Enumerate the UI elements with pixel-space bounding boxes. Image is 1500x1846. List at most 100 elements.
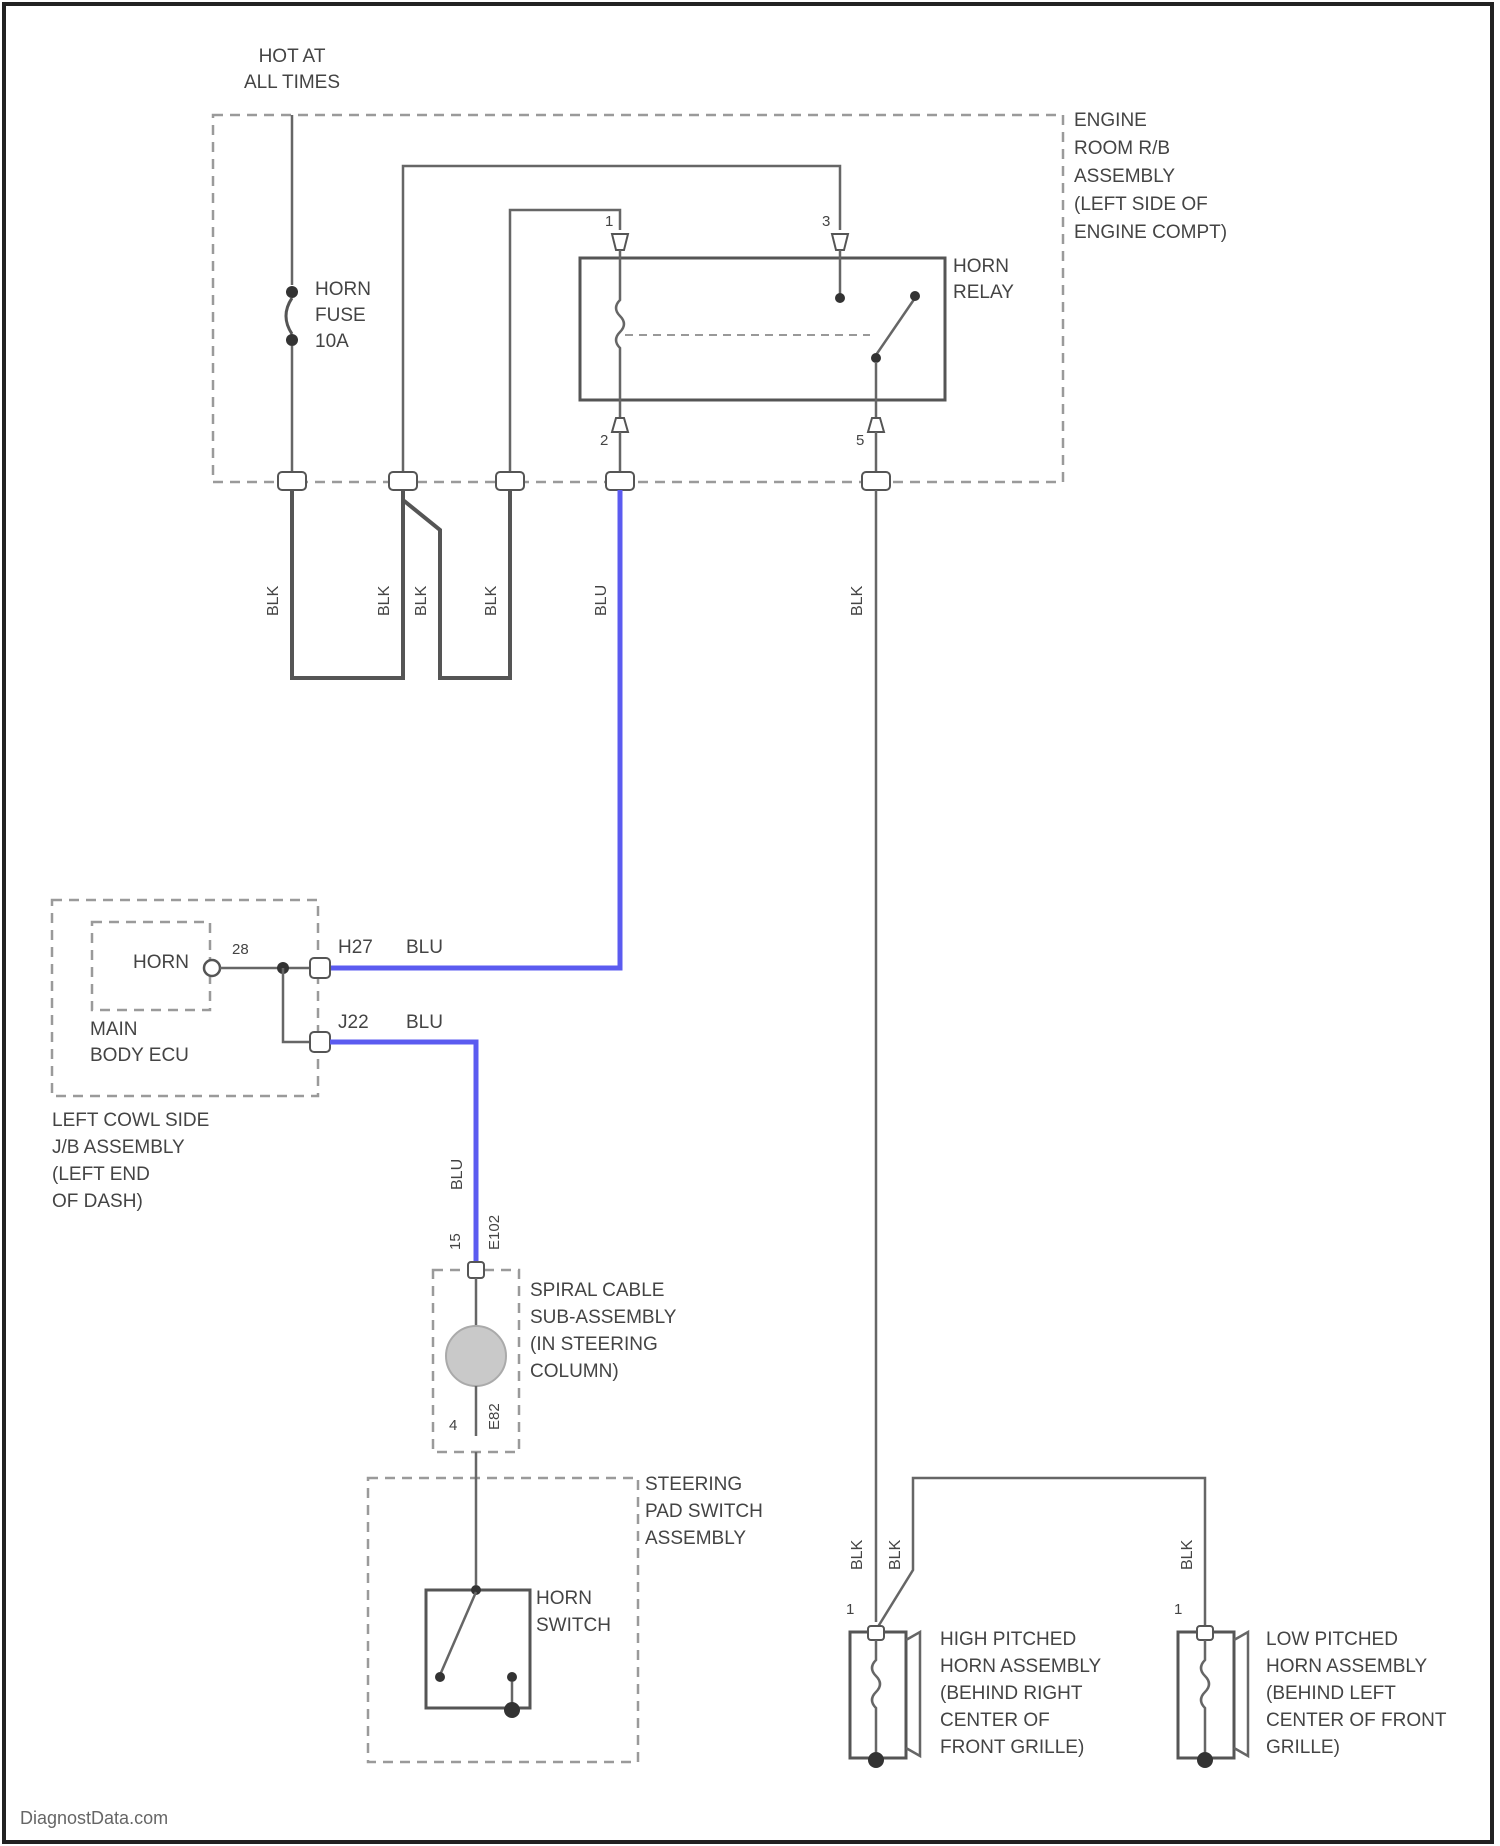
ecu-horn-terminal: [204, 960, 220, 976]
svg-text:BLK: BLK: [483, 585, 500, 616]
spiral-cable-icon: [446, 1326, 506, 1386]
svg-text:BODY ECU: BODY ECU: [90, 1045, 189, 1066]
horn-switch-symbol: [435, 1585, 520, 1718]
svg-text:BLK: BLK: [849, 1539, 866, 1570]
svg-text:10A: 10A: [315, 331, 349, 352]
horn-ecu-pin-label: HORN: [133, 952, 189, 973]
svg-text:BLK: BLK: [376, 585, 393, 616]
blu-wire-to-spiral: [330, 1042, 476, 1262]
low-horn-label: LOW PITCHED HORN ASSEMBLY (BEHIND LEFT C…: [1266, 1629, 1447, 1758]
relay-coil: [616, 250, 624, 420]
svg-text:PAD SWITCH: PAD SWITCH: [645, 1501, 763, 1522]
svg-text:RELAY: RELAY: [953, 282, 1014, 303]
spiral-pin-4: 4: [449, 1417, 457, 1434]
steering-pad-label: STEERING PAD SWITCH ASSEMBLY: [645, 1474, 763, 1549]
svg-text:ASSEMBLY: ASSEMBLY: [645, 1528, 746, 1549]
svg-text:E102: E102: [486, 1215, 503, 1250]
svg-text:BLK: BLK: [887, 1539, 904, 1570]
horn-relay-box: [580, 258, 945, 400]
low-horn-symbol: [1178, 1626, 1248, 1768]
svg-text:HOT AT: HOT AT: [259, 46, 326, 67]
svg-text:1: 1: [605, 213, 613, 230]
svg-text:BLK: BLK: [265, 585, 282, 616]
svg-text:1: 1: [846, 1601, 854, 1618]
svg-text:FUSE: FUSE: [315, 305, 366, 326]
svg-text:BLU: BLU: [406, 937, 443, 958]
svg-text:15: 15: [447, 1233, 464, 1250]
page-frame: [4, 4, 1492, 1842]
connector-j22: J22 BLU: [310, 1012, 443, 1052]
svg-text:COLUMN): COLUMN): [530, 1361, 619, 1382]
svg-text:BLU: BLU: [593, 585, 610, 616]
svg-text:HORN: HORN: [953, 256, 1009, 277]
svg-text:5: 5: [856, 432, 864, 449]
svg-text:BLU: BLU: [449, 1159, 466, 1190]
svg-text:BLU: BLU: [406, 1012, 443, 1033]
relay-pin-1: 1: [605, 213, 628, 250]
horn-switch-box: [426, 1590, 530, 1708]
horn-switch-label: HORN SWITCH: [536, 1588, 611, 1636]
svg-text:HORN: HORN: [536, 1588, 592, 1609]
engine-room-rb-label: ENGINE ROOM R/B ASSEMBLY (LEFT SIDE OF E…: [1074, 110, 1227, 243]
blk-loop-right: [403, 490, 510, 678]
svg-text:H27: H27: [338, 937, 373, 958]
watermark: DiagnostData.com: [20, 1808, 168, 1828]
svg-text:(IN STEERING: (IN STEERING: [530, 1334, 658, 1355]
svg-text:LEFT COWL SIDE: LEFT COWL SIDE: [52, 1110, 209, 1131]
svg-text:FRONT GRILLE): FRONT GRILLE): [940, 1737, 1084, 1758]
svg-text:SUB-ASSEMBLY: SUB-ASSEMBLY: [530, 1307, 677, 1328]
svg-text:HORN ASSEMBLY: HORN ASSEMBLY: [940, 1656, 1102, 1677]
ecu-pin-28: 28: [232, 941, 249, 958]
svg-text:CENTER OF: CENTER OF: [940, 1710, 1050, 1731]
relay-arm-pivot: [871, 353, 881, 363]
spiral-cable-label: SPIRAL CABLE SUB-ASSEMBLY (IN STEERING C…: [530, 1280, 677, 1382]
svg-text:(LEFT END: (LEFT END: [52, 1164, 150, 1185]
left-cowl-jb-boundary: [52, 900, 318, 1096]
horn-wire-labels: BLK BLK BLK 1 1: [846, 1539, 1196, 1618]
blk-loop-left: [292, 490, 403, 678]
high-horn-symbol: [850, 1626, 920, 1768]
svg-text:BLK: BLK: [849, 585, 866, 616]
horn-relay-label: HORN RELAY: [953, 256, 1014, 303]
svg-text:(BEHIND RIGHT: (BEHIND RIGHT: [940, 1683, 1083, 1704]
main-body-ecu-label: MAIN BODY ECU: [90, 1019, 189, 1066]
svg-text:ENGINE: ENGINE: [1074, 110, 1147, 131]
svg-text:OF DASH): OF DASH): [52, 1191, 143, 1212]
relay-arm-tip: [910, 291, 920, 301]
spiral-top-connector: [468, 1262, 484, 1278]
svg-text:BLK: BLK: [1179, 1539, 1196, 1570]
svg-text:ENGINE COMPT): ENGINE COMPT): [1074, 222, 1227, 243]
svg-text:3: 3: [822, 213, 830, 230]
svg-text:HORN: HORN: [315, 279, 371, 300]
svg-text:ALL TIMES: ALL TIMES: [244, 72, 340, 93]
svg-text:BLK: BLK: [413, 585, 430, 616]
svg-text:(LEFT SIDE OF: (LEFT SIDE OF: [1074, 194, 1208, 215]
relay-pin-5: 5: [856, 418, 884, 449]
svg-text:ROOM R/B: ROOM R/B: [1074, 138, 1170, 159]
svg-text:1: 1: [1174, 1601, 1182, 1618]
svg-text:SWITCH: SWITCH: [536, 1615, 611, 1636]
blk-wire-to-low-horn: [876, 1478, 1205, 1630]
svg-text:2: 2: [600, 432, 608, 449]
relay-pin-2: 2: [600, 418, 628, 449]
svg-text:LOW PITCHED: LOW PITCHED: [1266, 1629, 1398, 1650]
relay-contact-arm: [876, 298, 915, 355]
svg-text:J22: J22: [338, 1012, 369, 1033]
connector-h27: H27 BLU: [310, 937, 443, 978]
svg-text:SPIRAL CABLE: SPIRAL CABLE: [530, 1280, 664, 1301]
spiral-pin-e82: E82: [486, 1403, 503, 1430]
svg-text:MAIN: MAIN: [90, 1019, 138, 1040]
svg-text:GRILLE): GRILLE): [1266, 1737, 1340, 1758]
blk-loop-labels: BLK BLK BLK BLK BLU BLK: [265, 585, 866, 616]
svg-text:HIGH PITCHED: HIGH PITCHED: [940, 1629, 1076, 1650]
svg-text:STEERING: STEERING: [645, 1474, 742, 1495]
left-cowl-jb-label: LEFT COWL SIDE J/B ASSEMBLY (LEFT END OF…: [52, 1110, 209, 1212]
hot-at-all-times-label: HOT AT ALL TIMES: [244, 46, 340, 93]
ecu-splice-wire: [283, 968, 318, 1042]
svg-text:HORN ASSEMBLY: HORN ASSEMBLY: [1266, 1656, 1428, 1677]
relay-pin-3: 3: [822, 213, 848, 250]
blu-wire-relay-to-ecu: [330, 490, 620, 968]
horn-fuse-label: HORN FUSE 10A: [315, 279, 371, 352]
